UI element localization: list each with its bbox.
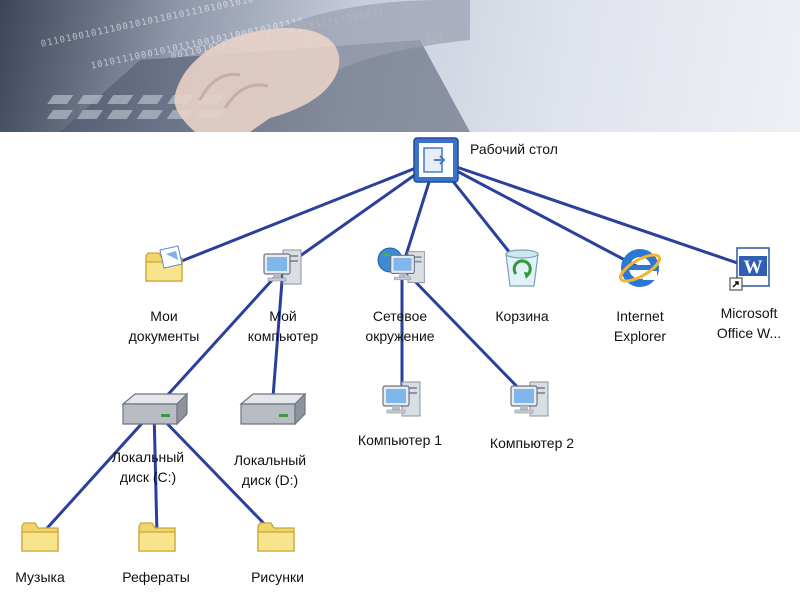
- svg-text:W: W: [744, 257, 763, 278]
- header-banner: 0110100101110010101101011101001010 10101…: [0, 0, 800, 132]
- recycle-bin-icon[interactable]: [505, 249, 539, 287]
- network-icon[interactable]: [377, 247, 425, 284]
- label-recycle-bin: Корзина: [495, 308, 549, 324]
- connector-line-my_computer-disk_d: [270, 267, 285, 411]
- label-computer1: Компьютер 1: [357, 432, 443, 448]
- connector-line-desktop-internet_explorer: [435, 158, 641, 270]
- drive-icon[interactable]: [122, 393, 188, 425]
- connector-line-my_computer-disk_c: [152, 266, 285, 412]
- label-network: Сетевое окружение: [365, 308, 435, 344]
- label-essays: Рефераты: [122, 569, 190, 585]
- drive-icon[interactable]: [240, 393, 306, 425]
- internet-explorer-icon[interactable]: [617, 249, 663, 287]
- desktop-icon[interactable]: [413, 137, 459, 183]
- connector-line-desktop-my_computer: [282, 158, 437, 270]
- connector-line-desktop-my_documents: [163, 158, 437, 270]
- label-internet-explorer: Internet Explorer: [613, 308, 667, 344]
- connector-line-disk_c-music: [38, 408, 156, 538]
- label-disk-d: Локальный диск (D:): [233, 452, 307, 488]
- label-pictures: Рисунки: [251, 569, 304, 585]
- label-my-computer: Мой компьютер: [247, 308, 319, 344]
- hands-on-keyboard-image: [46, 0, 470, 132]
- computer-icon[interactable]: [263, 249, 302, 285]
- label-disk-c: Локальный диск (C:): [111, 449, 185, 485]
- label-computer2: Компьютер 2: [489, 435, 575, 451]
- label-ms-office: Microsoft Office W...: [716, 305, 782, 341]
- label-my-documents: Мои документы: [128, 308, 200, 344]
- word-shortcut-icon[interactable]: W: [729, 247, 770, 291]
- folder-icon[interactable]: [257, 522, 295, 552]
- connector-line-network-computer2: [400, 266, 532, 402]
- computer-icon[interactable]: [382, 381, 421, 417]
- label-desktop: Рабочий стол: [470, 141, 558, 157]
- folder-icon[interactable]: [21, 522, 59, 552]
- connector-line-desktop-ms_office: [435, 158, 753, 270]
- computer-icon[interactable]: [510, 381, 549, 417]
- label-music: Музыка: [15, 569, 65, 585]
- connector-line-disk_c-essays: [152, 409, 159, 537]
- documents-folder-icon[interactable]: [145, 245, 183, 282]
- connector-line-disk_c-pictures: [152, 408, 278, 538]
